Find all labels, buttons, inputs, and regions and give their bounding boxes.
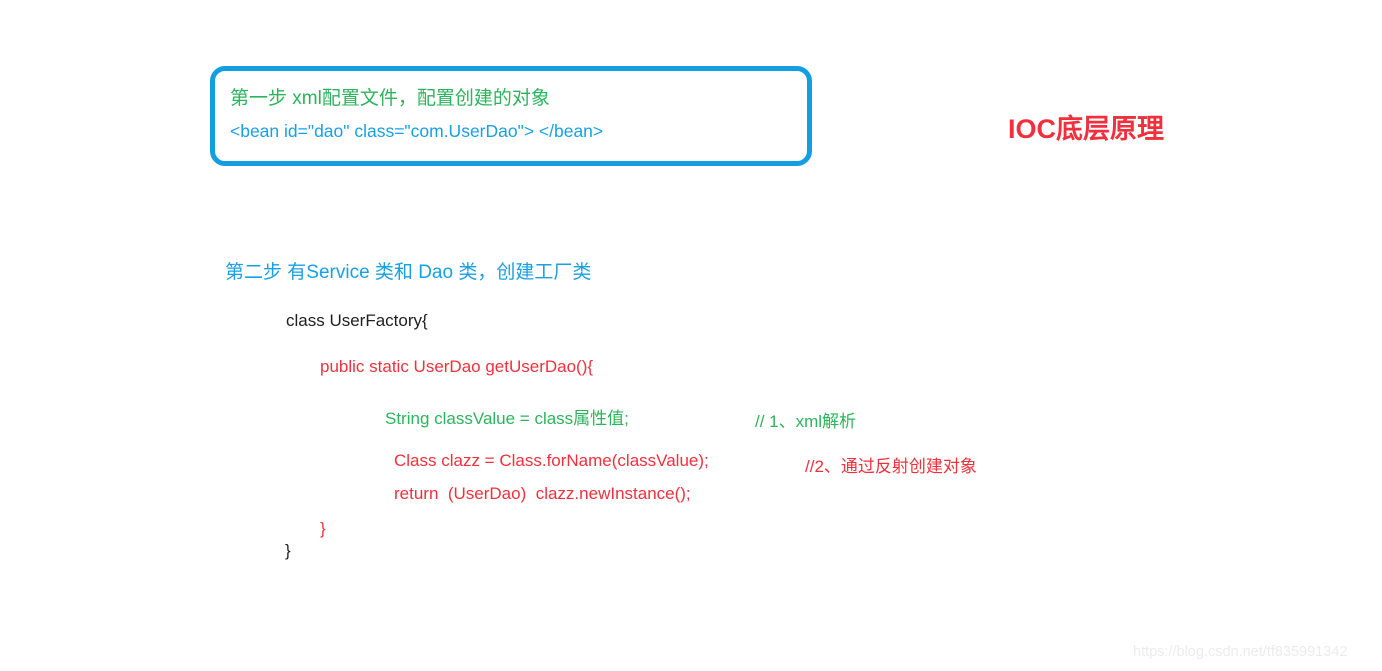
page-title: IOC底层原理 (1008, 114, 1165, 144)
code-line-return-newinstance: return (UserDao) clazz.newInstance(); (394, 484, 691, 503)
step2-heading: 第二步 有Service 类和 Dao 类，创建工厂类 (225, 262, 592, 283)
code-line-class-forname: Class clazz = Class.forName(classValue); (394, 451, 709, 470)
code-closing-brace-class: } (285, 541, 291, 560)
step1-box: 第一步 xml配置文件，配置创建的对象 <bean id="dao" class… (210, 66, 812, 166)
code-line-string-classvalue: String classValue = class属性值; (385, 409, 629, 428)
step1-heading: 第一步 xml配置文件，配置创建的对象 (230, 88, 550, 109)
watermark-url: https://blog.csdn.net/tf835991342 (1133, 644, 1348, 660)
code-comment-xml-parse: // 1、xml解析 (755, 412, 857, 431)
code-comment-reflection: //2、通过反射创建对象 (805, 457, 977, 476)
code-closing-brace-method: } (320, 519, 326, 538)
step1-xml-bean-line: <bean id="dao" class="com.UserDao"> </be… (230, 121, 604, 141)
code-line-class-declaration: class UserFactory{ (286, 311, 428, 330)
code-line-method-signature: public static UserDao getUserDao(){ (320, 357, 594, 376)
